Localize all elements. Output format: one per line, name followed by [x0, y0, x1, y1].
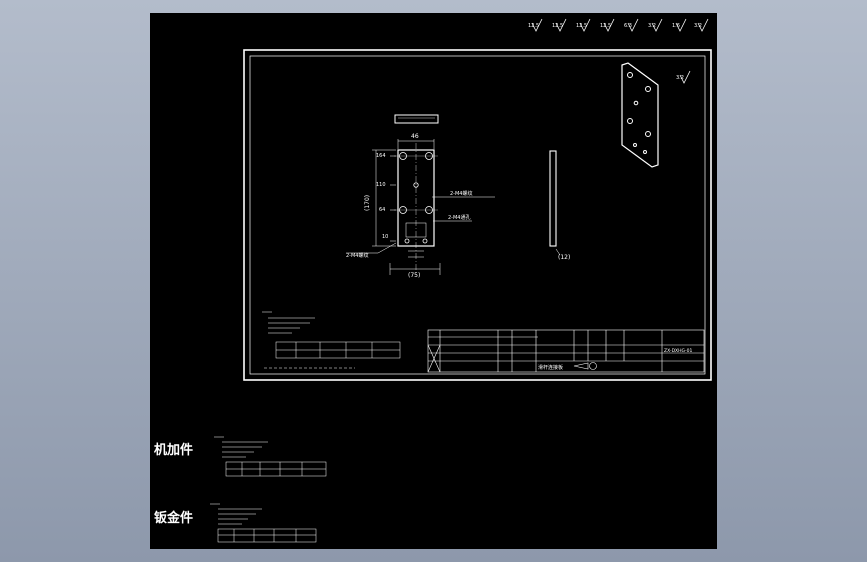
dim-thickness: (12)	[558, 254, 570, 261]
hole-note-2: 2-M4通孔	[448, 214, 470, 221]
side-view	[549, 150, 561, 256]
hole-note-1: 2-M4螺纹	[450, 190, 472, 197]
dim-height-64: 64	[379, 207, 385, 213]
cad-drawing[interactable]: 12.5 12.5 12.5 12.5 6.3 3.2 1.6 3.2	[150, 13, 717, 549]
isometric-view	[621, 62, 659, 168]
dimension-texts: 46 164 110 64 10 (170) (75) 2-M4螺纹 2-M4通…	[346, 133, 472, 279]
dim-height-10: 10	[382, 234, 388, 240]
roughness-values: 12.5 12.5 12.5 12.5 6.3 3.2 1.6 3.2	[528, 23, 702, 29]
side-label-sheet-metal: 钣金件	[154, 510, 193, 526]
dim-top-width: 46	[411, 133, 419, 140]
top-view	[394, 114, 439, 124]
dim-height-110: 110	[376, 182, 386, 188]
roughness-7: 3.2	[694, 23, 702, 29]
hole-note-3: 2-M4螺纹	[346, 252, 368, 259]
front-view	[394, 143, 438, 273]
roughness-6: 1.6	[672, 23, 680, 29]
roughness-1: 12.5	[552, 23, 563, 29]
sheet-border-inner	[249, 55, 706, 375]
sheet-metal-notes-block	[210, 503, 317, 543]
dim-overall-width: (75)	[408, 272, 420, 279]
dim-height-164: 164	[376, 153, 386, 159]
roughness-3: 12.5	[600, 23, 611, 29]
tech-notes-block	[262, 311, 401, 369]
title-block	[427, 329, 705, 373]
dim-overall-height: (170)	[364, 195, 371, 211]
roughness-symbol-row	[531, 18, 709, 32]
machined-notes-block	[214, 436, 327, 477]
drawing-viewport[interactable]: 12.5 12.5 12.5 12.5 6.3 3.2 1.6 3.2	[150, 13, 717, 549]
dimension-lines	[346, 139, 495, 275]
iso-roughness-symbol	[679, 70, 691, 84]
roughness-4: 6.3	[624, 23, 632, 29]
title-block-title: 滑杆连接板	[538, 364, 563, 371]
sheet-border-outer	[243, 49, 712, 381]
iso-roughness: 3.2	[676, 75, 684, 81]
roughness-2: 12.5	[576, 23, 587, 29]
title-block-drawing-no: ZX-DXHG-01	[664, 348, 692, 354]
side-label-machined: 机加件	[154, 442, 193, 458]
roughness-0: 12.5	[528, 23, 539, 29]
roughness-5: 3.2	[648, 23, 656, 29]
